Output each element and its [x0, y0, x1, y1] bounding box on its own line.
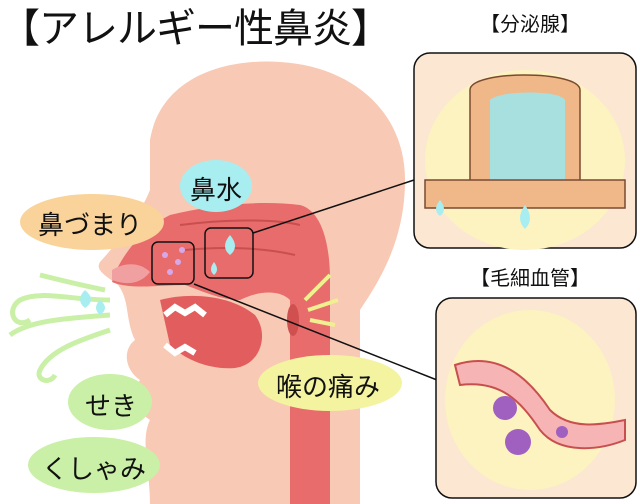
gland-inset: [413, 52, 637, 250]
capillary-inset: [435, 297, 637, 499]
symptom-sore-throat: 喉の痛み: [276, 373, 381, 403]
allergen-dots: [162, 247, 185, 275]
symptom-runny-nose: 鼻水: [190, 176, 243, 206]
sneeze-wind: [8, 272, 111, 383]
head: [98, 61, 405, 504]
drop-icon: [225, 235, 235, 255]
congestion-box: [151, 241, 195, 285]
symptom-cough: せき: [85, 392, 138, 422]
page-title: 【アレルギー性鼻炎】: [0, 6, 391, 52]
symptom-congestion: 鼻づまり: [38, 211, 143, 241]
pain-icon: [303, 273, 339, 327]
capillary-inset-title: 【毛細血管】: [470, 266, 590, 290]
symptom-sneeze: くしゃみ: [42, 455, 147, 485]
runny-box: [204, 227, 254, 279]
gland-inset-title: 【分泌腺】: [480, 12, 580, 36]
